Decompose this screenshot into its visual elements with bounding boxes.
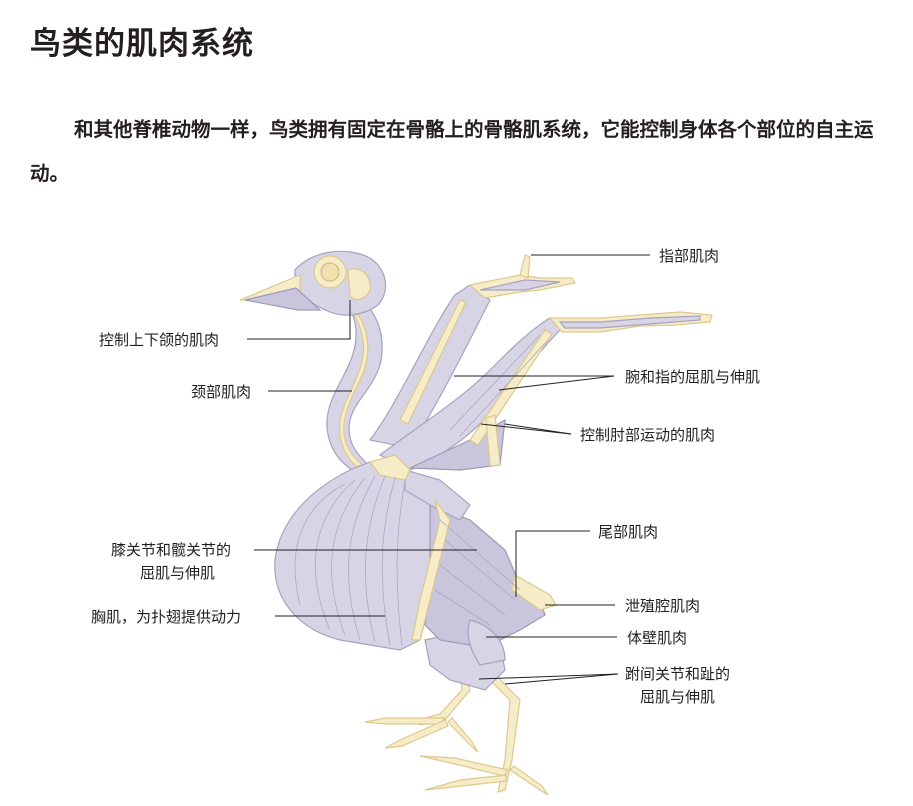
label-elbow-muscles: 控制肘部运动的肌肉 [580, 426, 715, 444]
label-neck-muscles: 颈部肌肉 [191, 383, 251, 401]
far-wing-illustration [368, 254, 576, 449]
head-illustration [239, 250, 387, 316]
body-illustration [274, 454, 557, 666]
label-tail-muscles: 尾部肌肉 [598, 523, 658, 541]
label-wrist-digit-flexors: 腕和指的屈肌与伸肌 [625, 368, 760, 386]
label-tarsal-line2: 屈肌与伸肌 [640, 688, 715, 706]
neck-illustration [326, 289, 383, 471]
labels: 指部肌肉 控制上下颌的肌肉 腕和指的屈肌与伸肌 颈部肌肉 控制肘部运动的肌肉 尾… [91, 247, 760, 706]
label-jaw-muscles: 控制上下颌的肌肉 [99, 331, 219, 349]
legs-illustration [364, 629, 549, 796]
label-knee-hip-line1: 膝关节和髋关节的 [111, 541, 231, 559]
bird-illustration [239, 250, 713, 796]
intro-paragraph: 和其他脊椎动物一样，鸟类拥有固定在骨骼上的骨骼肌系统，它能控制身体各个部位的自主… [30, 118, 874, 185]
label-pectoral-muscles: 胸肌，为扑翅提供动力 [91, 608, 241, 626]
page-title: 鸟类的肌肉系统 [30, 26, 254, 62]
label-knee-hip-line2: 屈肌与伸肌 [140, 564, 215, 582]
label-cloaca-muscles: 泄殖腔肌肉 [625, 597, 700, 615]
label-digit-muscles: 指部肌肉 [659, 247, 719, 265]
near-wing-illustration [378, 311, 713, 471]
leader-lines [247, 254, 650, 685]
label-body-wall-muscles: 体壁肌肉 [627, 629, 687, 647]
label-tarsal-line1: 跗间关节和趾的 [625, 665, 730, 683]
